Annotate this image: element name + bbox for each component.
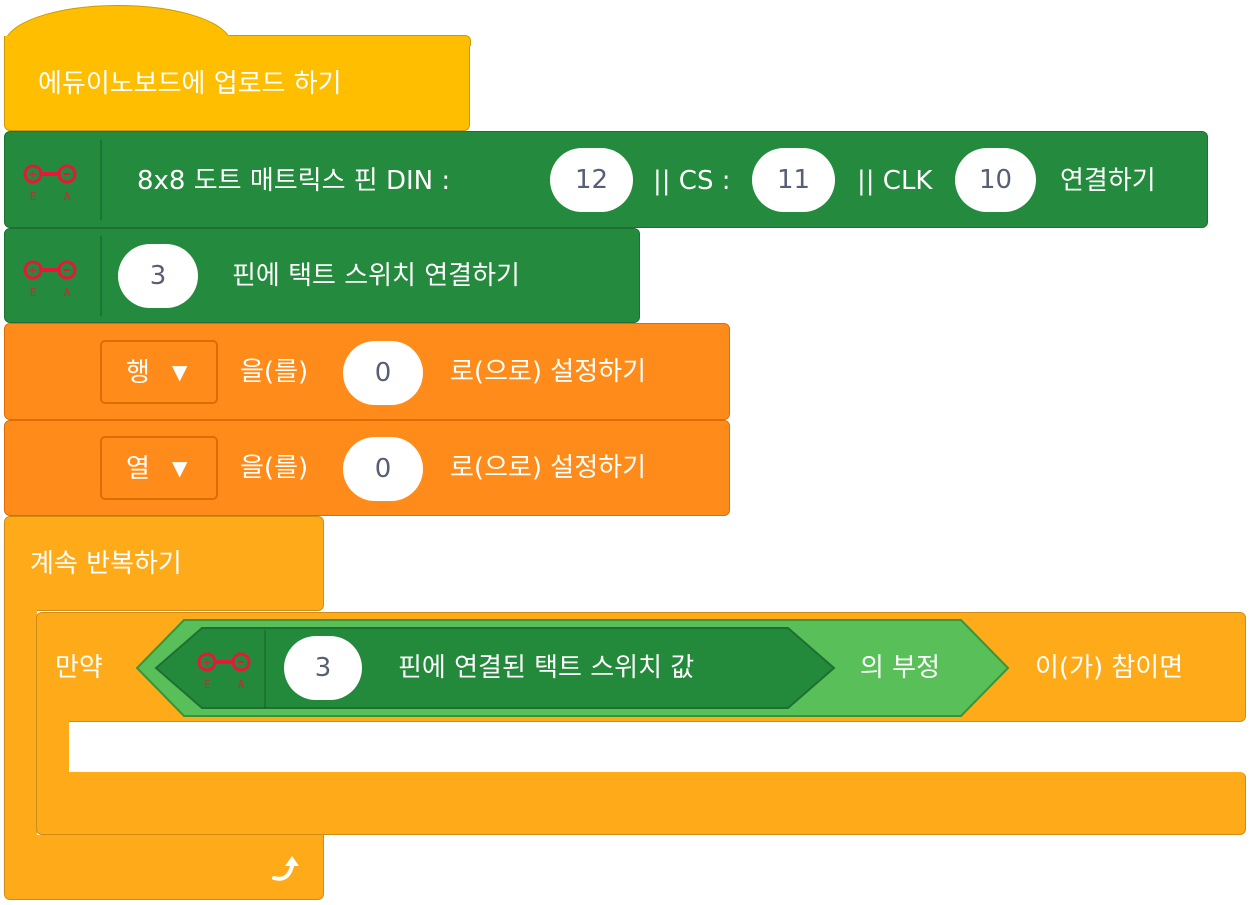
if-label: 만약 xyxy=(55,653,103,683)
set-row-suffix: 로(으로) 설정하기 xyxy=(450,357,646,387)
if-empty-slot[interactable] xyxy=(69,722,1246,772)
forever-top[interactable] xyxy=(4,516,324,611)
matrix-label: 8x8 도트 매트릭스 핀 DIN : xyxy=(137,166,451,196)
repeat-arrow-icon xyxy=(272,856,299,881)
din-input[interactable]: 12 xyxy=(550,148,633,212)
clk-label: || CLK xyxy=(857,166,933,196)
pin-connector-icon xyxy=(197,652,251,692)
forever-arm xyxy=(4,600,37,845)
divider xyxy=(100,140,102,220)
switch-value-pin-input[interactable]: 3 xyxy=(284,636,362,700)
not-label: 의 부정 xyxy=(860,653,941,683)
dropdown-value: 행 xyxy=(126,358,150,388)
hat-label: 에듀이노보드에 업로드 하기 xyxy=(38,69,342,99)
dropdown-value: 열 xyxy=(126,454,150,484)
matrix-suffix: 연결하기 xyxy=(1060,166,1156,196)
forever-bottom xyxy=(4,835,324,900)
switch-value-label: 핀에 연결된 택트 스위치 값 xyxy=(398,653,695,683)
dropdown-arrow-icon: ▼ xyxy=(172,360,188,384)
row-value-input[interactable]: 0 xyxy=(343,341,423,405)
divider xyxy=(100,236,102,316)
if-bottom xyxy=(36,772,1246,835)
col-value-input[interactable]: 0 xyxy=(343,437,423,501)
col-variable-dropdown[interactable]: 열 ▼ xyxy=(100,436,218,500)
set-col-label: 을(를) xyxy=(240,453,309,483)
switch-label: 핀에 택트 스위치 연결하기 xyxy=(232,261,520,291)
pin-connector-icon xyxy=(23,260,77,300)
row-variable-dropdown[interactable]: 행 ▼ xyxy=(100,340,218,404)
switch-pin-input[interactable]: 3 xyxy=(118,244,198,308)
cs-input[interactable]: 11 xyxy=(752,148,835,212)
clk-input[interactable]: 10 xyxy=(955,148,1036,212)
cs-label: || CS : xyxy=(653,166,731,196)
set-row-label: 을(를) xyxy=(240,357,309,387)
forever-label: 계속 반복하기 xyxy=(30,549,182,579)
set-col-suffix: 로(으로) 설정하기 xyxy=(450,453,646,483)
if-suffix: 이(가) 참이면 xyxy=(1035,653,1184,683)
pin-connector-icon xyxy=(23,164,77,204)
dropdown-arrow-icon: ▼ xyxy=(172,456,188,480)
divider xyxy=(264,630,266,708)
